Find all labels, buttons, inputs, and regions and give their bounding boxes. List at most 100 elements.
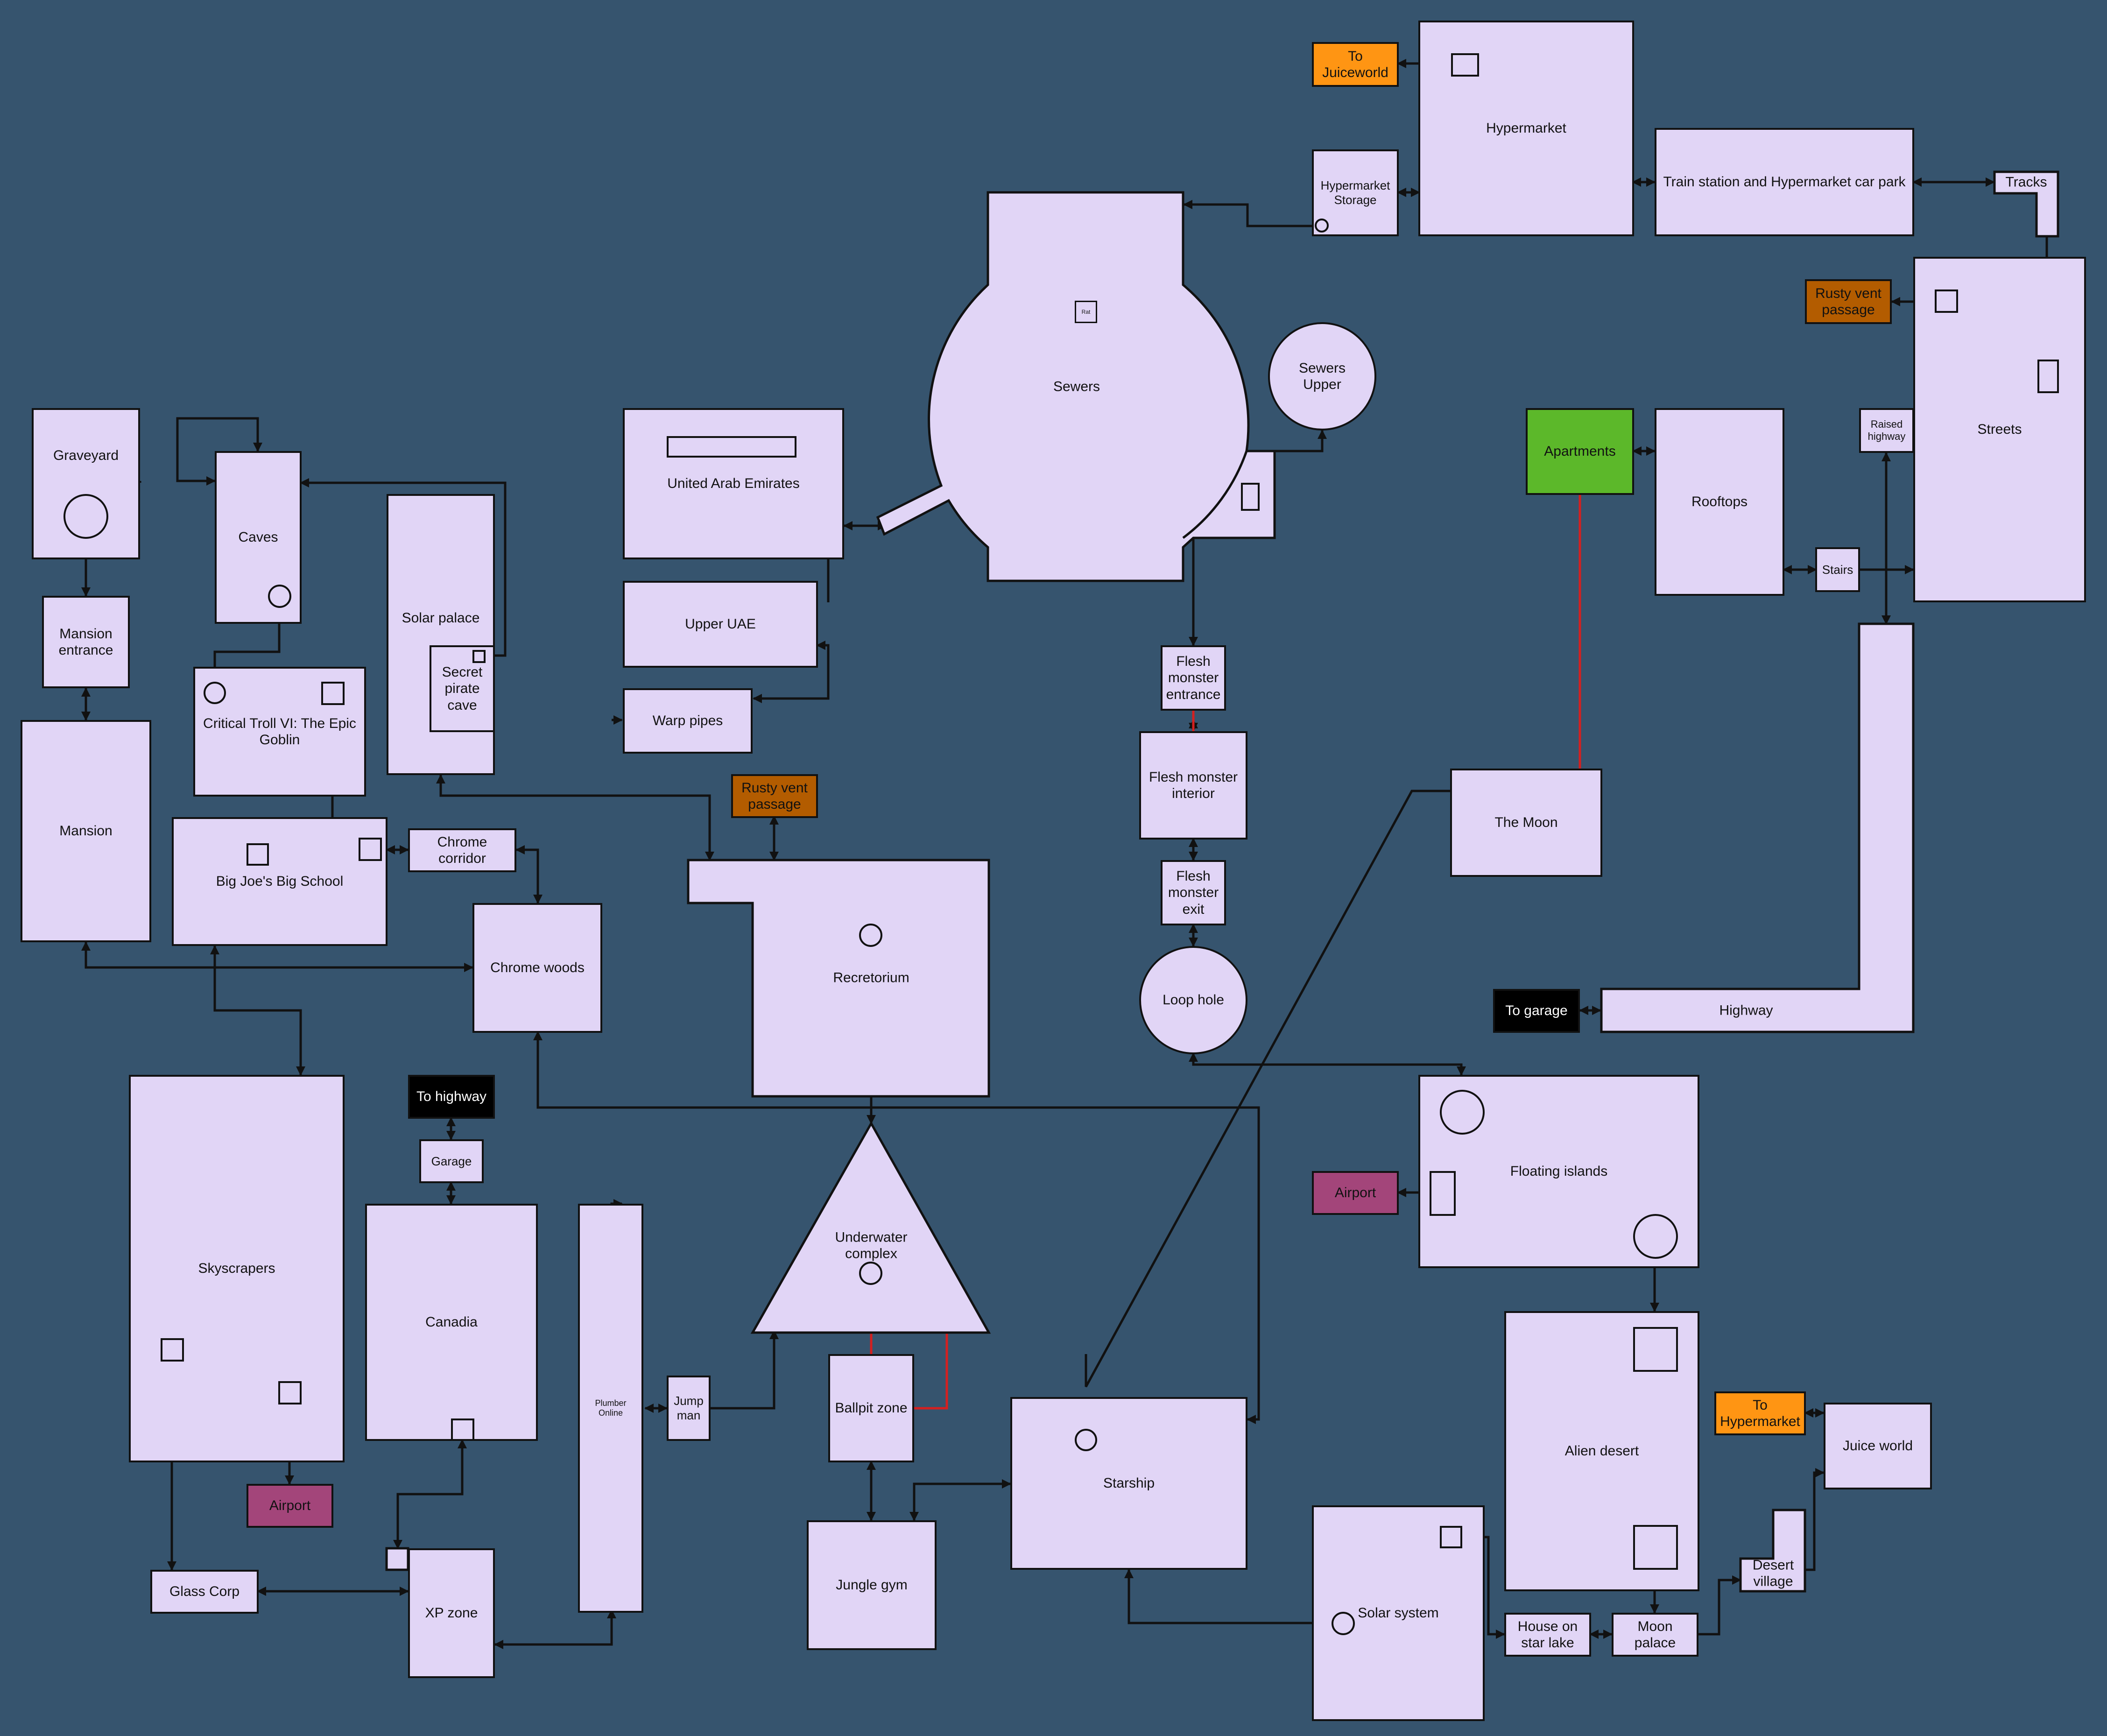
connector-bigjoes-skyscrapers bbox=[210, 945, 305, 1076]
secret-pirate-cave-room[interactable]: Secret pirate cave bbox=[430, 645, 495, 732]
upper-uae-room[interactable]: Upper UAE bbox=[623, 581, 818, 668]
streets-room[interactable]: Streets bbox=[1913, 257, 2086, 602]
desert-village-outline bbox=[1739, 1509, 1806, 1593]
to-juiceworld-exit[interactable]: To Juiceworld bbox=[1312, 42, 1399, 87]
to-highway-exit[interactable]: To highway bbox=[408, 1075, 495, 1119]
streets-tracks-marker[interactable] bbox=[2037, 360, 2059, 393]
skyscrapers-room[interactable]: Skyscrapers bbox=[129, 1075, 345, 1462]
uae-room[interactable]: United Arab Emirates bbox=[623, 408, 844, 559]
solar-palace-room[interactable]: Solar palace bbox=[387, 494, 495, 775]
moon-palace-room[interactable]: Moon palace bbox=[1612, 1613, 1698, 1657]
sewers-outline bbox=[876, 191, 1276, 582]
apartments-room[interactable]: Apartments bbox=[1526, 408, 1634, 495]
canadia-room[interactable]: Canadia bbox=[365, 1204, 538, 1441]
tracks-outline bbox=[1993, 170, 2059, 238]
connector-jumpman-underwater bbox=[710, 1330, 779, 1410]
rusty-vent-passage-top[interactable]: Rusty vent passage bbox=[1805, 279, 1892, 324]
sewers-upper-room[interactable]: Sewers Upper bbox=[1268, 322, 1376, 430]
connector-solar-recretorium bbox=[436, 774, 714, 861]
underwater-outline bbox=[750, 1121, 991, 1334]
underwater-complex-label: Underwater complex bbox=[835, 1229, 908, 1262]
recretorium-outline bbox=[687, 859, 990, 1098]
secret-cave-door-marker[interactable] bbox=[472, 650, 486, 663]
garage-room[interactable]: Garage bbox=[419, 1139, 484, 1183]
bigjoes-corridor-door-marker[interactable] bbox=[359, 838, 382, 861]
big-joes-school-room[interactable]: Big Joe's Big School bbox=[172, 817, 388, 946]
skyscrapers-airport-marker[interactable] bbox=[278, 1381, 302, 1404]
desert-village-label: Desert village bbox=[1752, 1557, 1794, 1589]
chrome-corridor-room[interactable]: Chrome corridor bbox=[408, 828, 516, 872]
rat-marker[interactable]: Rat bbox=[1075, 301, 1097, 323]
plumber-online-room[interactable]: Plumber Online bbox=[578, 1204, 643, 1613]
tracks-label: Tracks bbox=[2005, 174, 2047, 190]
highway-outline bbox=[1600, 622, 1915, 1033]
rooftops-room[interactable]: Rooftops bbox=[1655, 408, 1784, 596]
connector-corridor-woods bbox=[515, 845, 543, 904]
jungle-gym-room[interactable]: Jungle gym bbox=[807, 1520, 937, 1650]
bigjoes-troll-door-marker[interactable] bbox=[247, 843, 269, 866]
connector-loophole-islands bbox=[1189, 1052, 1466, 1076]
flesh-monster-entrance-room[interactable]: Flesh monster entrance bbox=[1161, 645, 1226, 711]
xp-zone-tab bbox=[385, 1547, 409, 1571]
uae-ladder-marker[interactable] bbox=[667, 436, 796, 458]
connector-jungle-starship bbox=[909, 1479, 1011, 1521]
graveyard-hole-marker[interactable] bbox=[63, 494, 108, 539]
jump-man-room[interactable]: Jump man bbox=[667, 1376, 711, 1441]
to-hypermarket-exit[interactable]: To Hypermarket bbox=[1714, 1391, 1806, 1435]
glass-corp-room[interactable]: Glass Corp bbox=[150, 1570, 259, 1614]
stairs-room[interactable]: Stairs bbox=[1815, 547, 1860, 592]
caves-room[interactable]: Caves bbox=[215, 451, 302, 624]
starship-hole-marker[interactable] bbox=[1075, 1429, 1097, 1451]
troll-door-marker[interactable] bbox=[321, 682, 345, 705]
caves-hole-marker[interactable] bbox=[268, 585, 291, 608]
desert-palace-marker[interactable] bbox=[1633, 1525, 1678, 1570]
connector-upper-warp bbox=[753, 641, 830, 703]
connector-canadia-xp bbox=[393, 1439, 467, 1549]
sewers-label: Sewers bbox=[1053, 379, 1100, 395]
connector-storage-sewers bbox=[1183, 200, 1322, 227]
to-garage-exit[interactable]: To garage bbox=[1493, 989, 1580, 1033]
starship-room[interactable]: Starship bbox=[1010, 1397, 1247, 1570]
chrome-woods-room[interactable]: Chrome woods bbox=[472, 903, 602, 1033]
skyscrapers-glass-marker[interactable] bbox=[161, 1338, 184, 1362]
juice-world-room[interactable]: Juice world bbox=[1824, 1403, 1932, 1489]
rusty-vent-passage-mid[interactable]: Rusty vent passage bbox=[731, 774, 818, 818]
solar-system-hole-marker[interactable] bbox=[1332, 1612, 1355, 1635]
islands-airport-marker[interactable] bbox=[1430, 1171, 1456, 1216]
airport-left-exit[interactable]: Airport bbox=[247, 1484, 333, 1528]
islands-loophole-marker[interactable] bbox=[1440, 1090, 1485, 1135]
the-moon-room[interactable]: The Moon bbox=[1450, 769, 1602, 877]
mansion-room[interactable]: Mansion bbox=[21, 720, 151, 942]
connector-starship-solarsystem bbox=[1124, 1569, 1333, 1628]
ballpit-zone-room[interactable]: Ballpit zone bbox=[828, 1354, 914, 1462]
sewers-ladder-marker[interactable] bbox=[1241, 483, 1260, 511]
connector-starship-moon bbox=[1085, 790, 1451, 1388]
flesh-monster-exit-room[interactable]: Flesh monster exit bbox=[1161, 860, 1226, 925]
highway-label: Highway bbox=[1719, 1002, 1773, 1018]
connector-mansion-woods bbox=[81, 941, 473, 972]
xp-zone-room[interactable]: XP zone bbox=[408, 1548, 495, 1678]
storage-hole-marker[interactable] bbox=[1315, 219, 1329, 233]
desert-islands-marker[interactable] bbox=[1633, 1327, 1678, 1372]
connector-graveyard-caves bbox=[176, 417, 262, 486]
train-station-room[interactable]: Train station and Hypermarket car park bbox=[1655, 128, 1914, 236]
connector-underwater-ballpit-2 bbox=[914, 1333, 948, 1410]
underwater-hole-marker[interactable] bbox=[859, 1262, 882, 1285]
airport-right-exit[interactable]: Airport bbox=[1312, 1171, 1399, 1215]
loop-hole-room[interactable]: Loop hole bbox=[1139, 946, 1247, 1054]
connector-moonpalace-village bbox=[1698, 1575, 1741, 1636]
streets-vent-marker[interactable] bbox=[1935, 289, 1958, 313]
recretorium-hole-marker[interactable] bbox=[859, 924, 882, 947]
islands-desert-marker[interactable] bbox=[1633, 1214, 1678, 1259]
house-on-star-lake-room[interactable]: House on star lake bbox=[1504, 1613, 1591, 1657]
warp-pipes-room[interactable]: Warp pipes bbox=[623, 688, 753, 754]
flesh-monster-interior-room[interactable]: Flesh monster interior bbox=[1139, 731, 1247, 840]
mansion-entrance-room[interactable]: Mansion entrance bbox=[42, 596, 130, 688]
raised-highway-room[interactable]: Raised highway bbox=[1859, 408, 1914, 453]
solar-system-door-marker[interactable] bbox=[1440, 1526, 1462, 1548]
troll-hole-marker[interactable] bbox=[204, 682, 226, 704]
hypermarket-door-marker[interactable] bbox=[1451, 53, 1479, 77]
canadia-door-marker[interactable] bbox=[451, 1418, 474, 1441]
